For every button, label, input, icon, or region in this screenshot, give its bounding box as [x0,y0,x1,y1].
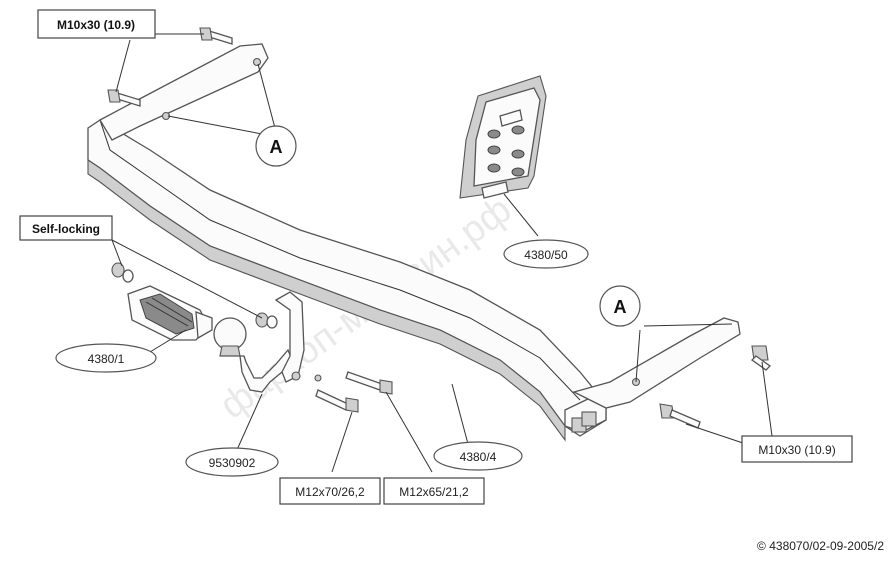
tow-ball-9530902 [213,291,322,393]
svg-text:M12x70/26,2: M12x70/26,2 [295,485,365,499]
label-bolt-m10-right: M10x30 (10.9) [741,435,853,463]
label-bolt-m10-top: M10x30 (10.9) [37,9,156,39]
svg-text:M10x30 (10.9): M10x30 (10.9) [57,18,135,32]
svg-text:4380/50: 4380/50 [524,248,568,262]
label-bolt-m12-70: M12x70/26,2 [279,477,381,505]
svg-text:A: A [270,137,283,157]
svg-text:Self-locking: Self-locking [32,222,100,236]
svg-text:A: A [614,297,627,317]
label-4380-1: 4380/1 [55,343,157,373]
right-mounting-arm [572,317,741,409]
side-bracket-4380-1 [127,285,213,341]
bolt-icon [107,89,141,107]
label-9530902: 9530902 [185,447,279,477]
svg-text:4380/4: 4380/4 [460,450,497,464]
label-self-locking: Self-locking [19,215,113,241]
svg-text:M10x30 (10.9): M10x30 (10.9) [758,443,835,457]
svg-text:4380/1: 4380/1 [88,352,125,366]
label-4380-4: 4380/4 [433,441,523,471]
leader-lines [111,33,773,473]
bolt-icon [345,371,393,395]
bolt-icon [199,27,233,45]
crossbar-4380-4 [87,119,607,442]
bolt-icon [315,389,359,413]
callout-a-right: A [599,285,641,327]
svg-text:M12x65/21,2: M12x65/21,2 [399,485,469,499]
bolt-icon [750,345,772,371]
bracket-plate-4380-50 [459,75,547,199]
svg-text:9530902: 9530902 [209,456,256,470]
callout-a-top: A [255,125,297,167]
copyright-text: © 438070/02-09-2005/2 [757,539,884,553]
label-4380-50: 4380/50 [503,239,589,269]
bolt-icon [659,403,701,429]
label-bolt-m12-65: M12x65/21,2 [383,477,485,505]
nut-icon [111,262,278,329]
